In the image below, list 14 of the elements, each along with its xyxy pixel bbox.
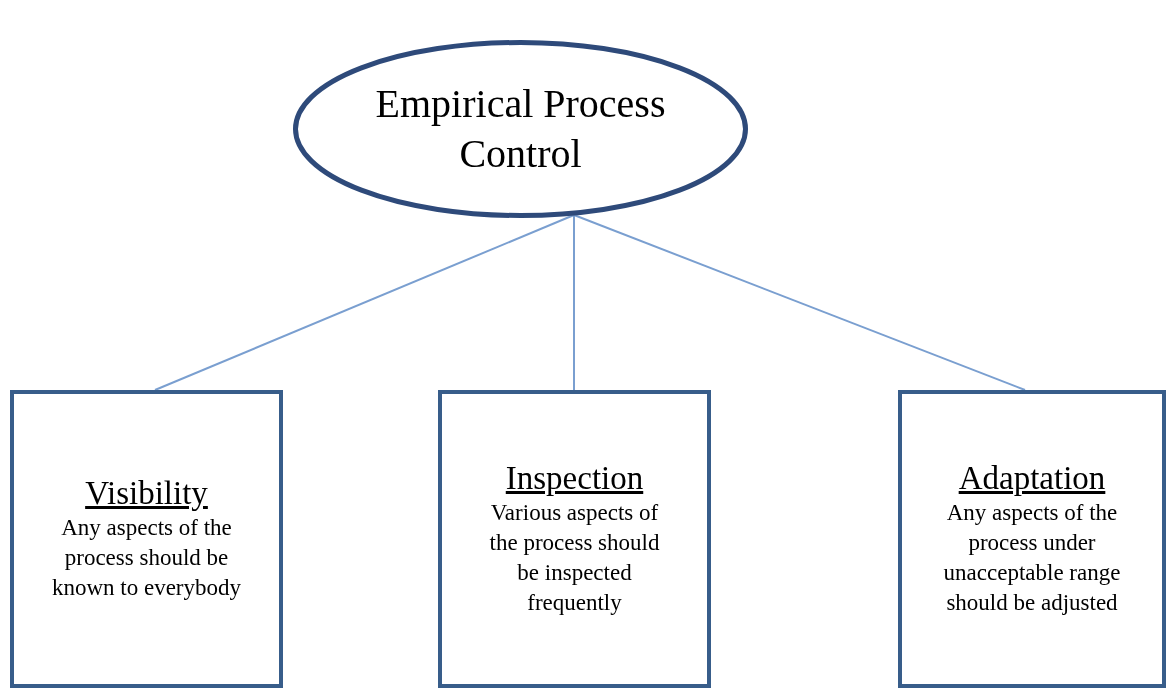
box-heading: Visibility — [85, 475, 208, 514]
concept-box — [898, 390, 1166, 688]
concept-box — [10, 390, 283, 688]
box-heading: Adaptation — [958, 460, 1106, 499]
concept-box — [438, 390, 711, 688]
title-text: Empirical Process Control — [374, 80, 667, 178]
box-description: Any aspects of the process should be known to everybody — [51, 514, 242, 602]
connector-line — [573, 214, 575, 391]
box-heading: Inspection — [505, 460, 644, 499]
ellipse-node — [293, 40, 748, 218]
box-description: Any aspects of the process under unacceptable range should be adjusted — [942, 499, 1122, 617]
connector-line — [154, 214, 575, 391]
box-description: Various aspects of the process should be inspected frequently — [488, 499, 661, 617]
connector-line — [573, 214, 1026, 391]
